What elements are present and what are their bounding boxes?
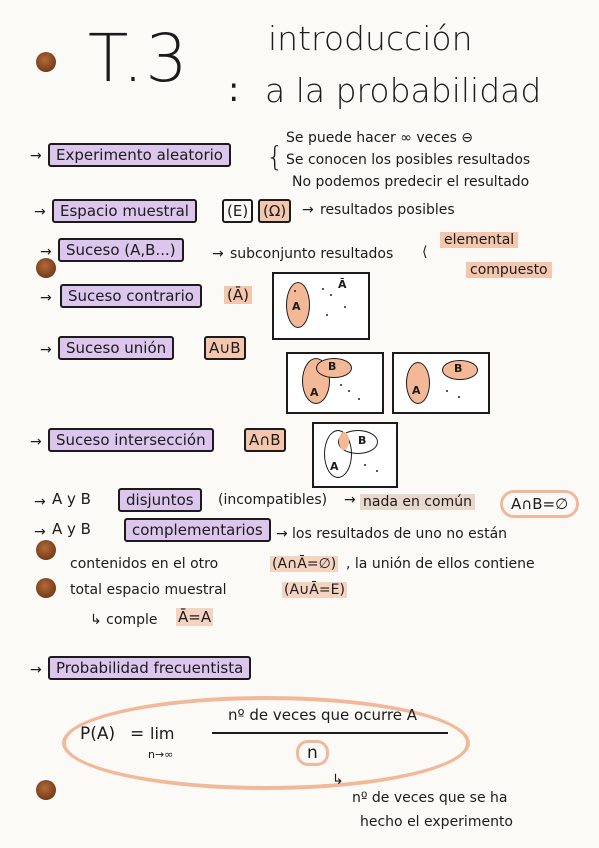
formula-lhs: P(A): [80, 724, 116, 744]
union-sym: A∪B: [204, 336, 246, 360]
formula-limsub: n→∞: [148, 748, 174, 761]
arrow-icon: →: [34, 524, 46, 540]
complementarios-prefix: A y B: [52, 520, 91, 538]
complementarios-label: complementarios: [124, 518, 271, 542]
formula-eq: =: [130, 724, 145, 744]
venn-label-a: A: [292, 300, 301, 313]
venn-contrario: A Ā: [272, 272, 370, 340]
espacio-sym-e: (E): [222, 199, 254, 223]
arrow-icon: →: [302, 202, 314, 218]
arrow-icon: →: [40, 244, 52, 260]
arrow-icon: →: [344, 492, 356, 508]
venn-set-b: [338, 430, 378, 454]
arrow-icon: →: [40, 342, 52, 358]
suceso-desc: subconjunto resultados: [230, 246, 394, 262]
interseccion-label: Suceso intersección: [48, 428, 214, 452]
complementarios-line1: los resultados de uno no están: [292, 526, 508, 542]
frecuentista-label: Probabilidad frecuentista: [48, 656, 252, 680]
pointer-arrow-icon: ↳: [332, 772, 344, 788]
venn-intersection-fill: [339, 432, 349, 450]
venn-interseccion: B A: [312, 422, 398, 488]
arrow-icon: →: [40, 290, 52, 306]
espacio-sym-omega: (Ω): [258, 199, 292, 223]
complementarios-f2: (A∪Ā=E): [282, 582, 347, 598]
formula-highlight: [62, 696, 470, 790]
arrow-icon: →: [276, 526, 288, 542]
binder-hole: [36, 52, 56, 72]
experimento-note-1: Se puede hacer ∞ veces ⊖: [286, 130, 474, 146]
suceso-label: Suceso (A,B...): [58, 238, 184, 262]
arrow-icon: →: [34, 494, 46, 510]
arrow-icon: →: [34, 204, 46, 220]
binder-hole: [36, 540, 56, 560]
disjuntos-prefix: A y B: [52, 490, 91, 508]
disjuntos-label: disjuntos: [118, 488, 202, 512]
contrario-sym: (Ā): [224, 286, 252, 304]
arrow-icon: →: [30, 148, 42, 164]
title-line2: a la probabilidad: [265, 71, 542, 110]
complementarios-f3: Ā=A: [176, 608, 214, 626]
binder-hole: [36, 780, 56, 800]
title-line1: introducción: [268, 19, 473, 58]
venn-set-a: [406, 362, 430, 404]
venn-label-b: B: [328, 360, 337, 373]
title-number: T.3: [88, 20, 190, 97]
venn-union: B A: [286, 352, 384, 414]
suceso-kind-elemental: elemental: [440, 232, 519, 248]
venn-set-b: [442, 360, 478, 380]
venn-label-abar: Ā: [338, 278, 347, 291]
arrow-icon: →: [30, 662, 42, 678]
title-colon: :: [228, 70, 240, 110]
complementarios-f1: (A∩Ā=∅): [270, 556, 339, 572]
binder-hole: [36, 258, 56, 278]
venn-union-disjoint: A B: [392, 352, 490, 414]
formula-lim: lim: [150, 724, 175, 743]
venn-label-b: B: [454, 362, 463, 375]
venn-set-a: [324, 430, 352, 478]
espacio-label: Espacio muestral: [52, 199, 197, 223]
formula-numerator: nº de veces que ocurre A: [228, 706, 417, 724]
disjuntos-formula: A∩B=∅: [500, 490, 580, 518]
contrario-label: Suceso contrario: [60, 284, 202, 308]
experimento-note-3: No podemos predecir el resultado: [292, 174, 530, 190]
venn-label-a: A: [310, 386, 319, 399]
split-arrow-icon: ⟨: [422, 244, 428, 260]
venn-set-b: [316, 358, 352, 378]
venn-label-a: A: [330, 460, 339, 473]
suceso-kind-compuesto: compuesto: [466, 262, 552, 278]
frecuentista-note2: hecho el experimento: [360, 814, 514, 830]
complementarios-line4: ↳ comple: [90, 612, 158, 628]
venn-set-a: [286, 282, 310, 328]
interseccion-sym: A∩B: [244, 428, 286, 452]
complementarios-line2b: , la unión de ellos contiene: [346, 556, 535, 572]
disjuntos-paren: (incompatibles): [218, 492, 328, 508]
venn-label-b: B: [358, 434, 367, 447]
brace-icon: {: [266, 140, 284, 173]
complementarios-line3: total espacio muestral: [70, 582, 227, 598]
fraction-bar: [212, 732, 448, 734]
experimento-label: Experimento aleatorio: [48, 143, 231, 167]
disjuntos-desc: nada en común: [360, 494, 475, 510]
arrow-icon: →: [212, 246, 224, 262]
binder-hole: [36, 578, 56, 598]
formula-denominator: n: [296, 740, 329, 766]
espacio-desc: resultados posibles: [320, 202, 455, 218]
venn-label-a: A: [412, 384, 421, 397]
frecuentista-note1: nº de veces que se ha: [352, 790, 508, 806]
experimento-note-2: Se conocen los posibles resultados: [286, 152, 531, 168]
complementarios-line2: contenidos en el otro: [70, 556, 219, 572]
arrow-icon: →: [30, 434, 42, 450]
union-label: Suceso unión: [58, 336, 175, 360]
